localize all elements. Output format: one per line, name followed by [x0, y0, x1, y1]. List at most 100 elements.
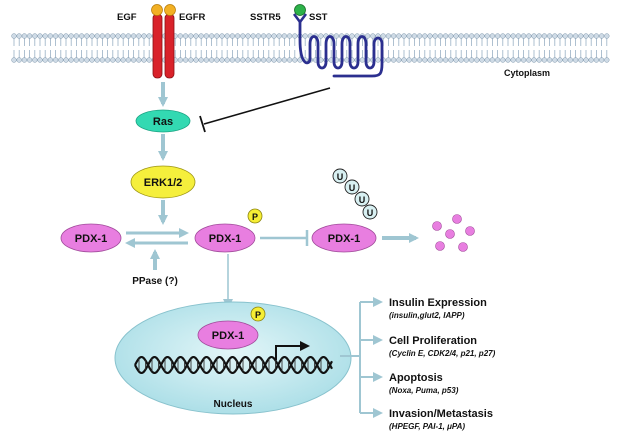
lipid-head: [458, 57, 464, 63]
lipid-head: [588, 33, 594, 39]
lipid-head: [578, 33, 584, 39]
lipid-head: [141, 33, 147, 39]
lipid-head: [245, 57, 251, 63]
lipid-head: [193, 57, 199, 63]
lipid-head: [73, 33, 80, 39]
ras-label: Ras: [153, 116, 173, 128]
lipid-head: [416, 33, 423, 39]
lipid-head: [110, 57, 116, 63]
lipid-head: [484, 33, 490, 39]
lipid-head: [47, 57, 54, 63]
lipid-head: [47, 33, 54, 39]
lipid-head: [37, 33, 43, 39]
lipid-head: [427, 57, 433, 63]
lipid-head: [188, 57, 194, 63]
lipid-head: [94, 57, 100, 63]
lipid-head: [120, 33, 126, 39]
lipid-head: [266, 33, 272, 39]
sst-label: SST: [309, 12, 328, 23]
lipid-head: [531, 57, 537, 63]
pdx1-right-label: PDX-1: [328, 233, 360, 245]
pdx1-mid-label: PDX-1: [209, 233, 241, 245]
lipid-head: [494, 57, 501, 63]
lipid-head: [479, 33, 485, 39]
lipid-head: [16, 33, 22, 39]
lipid-head: [422, 57, 428, 63]
pdx1-ubiquitinated-node: [311, 223, 377, 253]
outcome-branches: [340, 297, 383, 418]
lipid-head: [78, 33, 85, 39]
inhibition-bar: [199, 115, 206, 133]
lipid-head: [390, 57, 397, 63]
lipid-head: [442, 57, 449, 63]
lipid-head: [494, 33, 501, 39]
lipid-head: [63, 33, 69, 39]
lipid-head: [593, 33, 600, 39]
lipid-head: [572, 57, 579, 63]
ubiquitin-icon: [344, 179, 360, 195]
fragment-dot: [432, 221, 442, 231]
lipid-head: [489, 33, 496, 39]
lipid-head: [281, 57, 288, 63]
lipid-head: [463, 33, 470, 39]
lipid-head: [89, 57, 95, 63]
lipid-head: [598, 57, 605, 63]
lipid-head: [276, 33, 282, 39]
ubiquitin-label: U: [367, 208, 374, 218]
lipid-head: [177, 33, 184, 39]
lipid-head: [380, 33, 386, 39]
lipid-head: [182, 57, 189, 63]
transcription-arrowhead: [300, 341, 310, 351]
pdx1-unphosphorylated-node: [60, 223, 122, 253]
lipid-head: [224, 33, 230, 39]
lipid-head: [442, 33, 449, 39]
lipid-head: [99, 33, 106, 39]
cytoplasm-label: Cytoplasm: [504, 68, 550, 78]
lipid-head: [604, 33, 610, 39]
egf-label: EGF: [117, 12, 137, 23]
lipid-head: [219, 57, 225, 63]
lipid-head: [292, 57, 298, 63]
lipid-head: [255, 57, 262, 63]
lipid-head: [84, 57, 90, 63]
lipid-head: [136, 33, 142, 39]
lipid-head: [359, 57, 366, 63]
lipid-head: [489, 57, 496, 63]
lipid-head: [42, 57, 48, 63]
lipid-head: [390, 33, 397, 39]
ubiquitin-chain: U U U U: [332, 168, 378, 220]
pdx1-left-label: PDX-1: [75, 233, 107, 245]
lipid-head: [427, 33, 433, 39]
lipid-head: [198, 57, 204, 63]
lipid-head: [52, 57, 59, 63]
lipid-head: [531, 33, 537, 39]
lipid-head: [292, 33, 298, 39]
lipid-head: [567, 57, 574, 63]
outcome-invasion-detail: (HPEGF, PAI-1, μPA): [389, 422, 465, 431]
lipid-head: [411, 57, 418, 63]
ubiquitin-label: U: [349, 183, 356, 193]
lipid-head: [58, 57, 64, 63]
lipid-head: [505, 33, 511, 39]
lipid-head: [32, 57, 38, 63]
lipid-head: [266, 57, 272, 63]
lipid-head: [370, 33, 376, 39]
lipid-head: [598, 33, 605, 39]
lipid-head: [500, 33, 506, 39]
lipid-head: [130, 33, 137, 39]
lipid-head: [260, 57, 267, 63]
lipid-head: [557, 57, 563, 63]
lipid-head: [520, 33, 527, 39]
lipid-head: [500, 57, 506, 63]
phosphate-icon: [250, 306, 266, 322]
lipid-head: [546, 57, 553, 63]
lipid-head: [146, 57, 152, 63]
lipid-head: [552, 33, 558, 39]
lipid-head: [448, 57, 454, 63]
lipid-head: [78, 57, 85, 63]
lipid-head: [562, 57, 568, 63]
lipid-head: [411, 33, 418, 39]
lipid-head: [11, 57, 17, 63]
lipid-head: [271, 33, 277, 39]
lipid-head: [593, 57, 600, 63]
